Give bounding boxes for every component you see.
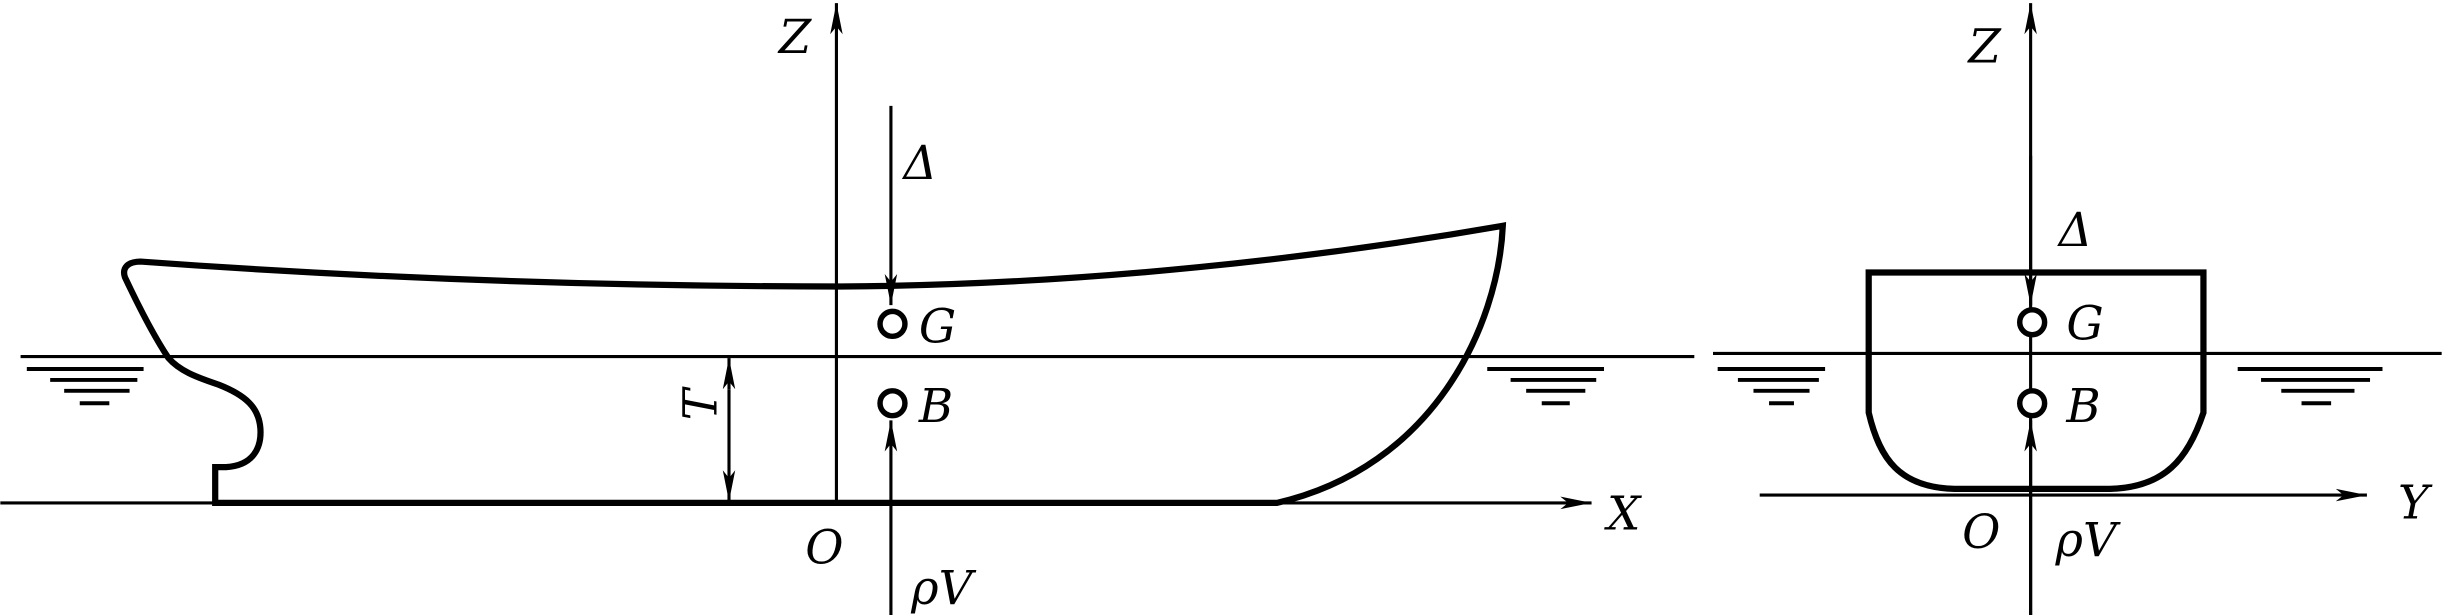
ship-hull-profile — [121, 222, 1507, 507]
g-label: G — [919, 301, 956, 355]
b-label: B — [918, 380, 953, 434]
water-symbol-section-left — [1717, 367, 1826, 406]
displacement-label: Δ — [901, 137, 937, 191]
water-symbol-section-right — [2237, 367, 2383, 406]
gravity-center-marker-section — [2016, 307, 2048, 338]
b-label-section: B — [2065, 380, 2100, 434]
gravity-center-marker — [877, 308, 908, 340]
buoyancy-center-marker — [877, 388, 908, 419]
z-axis-label: Z — [777, 11, 813, 65]
origin-label: O — [805, 522, 843, 576]
g-label-section: G — [2066, 297, 2103, 351]
x-axis-label: X — [1603, 487, 1642, 541]
section-view — [1713, 3, 2442, 615]
buoyancy-force-label-section: ρV — [2055, 514, 2121, 568]
water-symbol-right — [1487, 367, 1605, 406]
buoyancy-center-marker-section — [2016, 388, 2048, 419]
z-axis-label-section: Z — [1966, 20, 2002, 74]
draft-label: T — [675, 386, 729, 420]
displacement-label-section: Δ — [2057, 204, 2093, 258]
water-symbol-left — [26, 367, 144, 406]
ship-cross-section — [1865, 269, 2207, 492]
buoyancy-force-label: ρV — [910, 562, 976, 615]
side-view — [0, 3, 1695, 615]
origin-label-section: O — [1962, 506, 2000, 560]
y-axis-label: Y — [2398, 476, 2433, 530]
